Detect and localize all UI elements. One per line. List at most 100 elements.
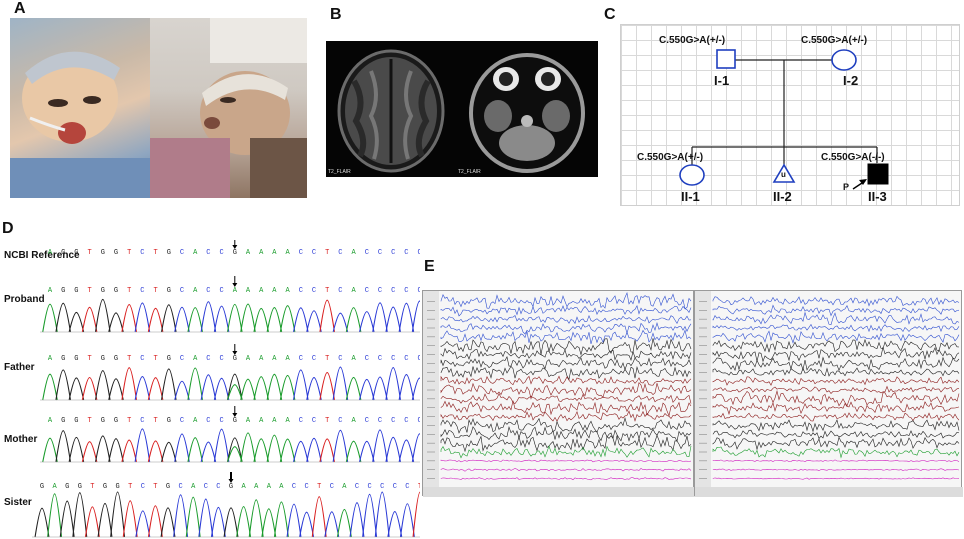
eeg-trace [440,416,692,434]
variant-arrowhead [232,351,238,355]
base-letter: C [299,355,303,363]
base-letter: C [391,417,395,425]
chromatogram-peak [398,374,415,401]
base-letter: T [127,287,131,295]
chromatogram-peak [279,374,296,401]
base-letter: G [101,249,105,257]
base-letter: C [140,249,144,257]
base-letter: C [304,483,308,491]
chromatogram-peak [240,432,256,463]
eeg-trace [440,467,692,472]
chromatogram-peak [398,439,415,463]
chromatogram-peak [248,499,264,538]
chromatogram-peak [385,366,402,401]
chromatogram-peak [94,298,111,333]
base-letter: A [267,483,272,491]
eeg-trace [440,434,692,453]
chromatogram-peak [359,311,375,333]
base-letter: G [74,249,78,257]
eeg-trace [712,385,960,394]
base-letter: A [48,287,53,295]
sister-genotype: C.550G>A(+/-) [637,152,704,163]
eeg-trace [712,323,960,333]
base-letter: C [140,287,144,295]
base-letter: C [391,287,395,295]
chromatogram-peak [200,374,217,401]
chromatogram-peak [385,306,402,333]
chromatogram-peak [372,376,388,401]
base-letter: A [272,249,277,257]
eeg-trace [440,426,692,443]
mri-sequence-label-left: T2_FLAIR [328,169,351,175]
base-letter: T [87,249,91,257]
chromatogram-peak [68,377,85,401]
base-letter: T [128,483,132,491]
chromatogram-peak [385,436,402,463]
chromatogram-peak [59,500,75,538]
chromatogram-peak [135,510,151,538]
chromatogram-peak [226,373,243,401]
father-genotype: C.550G>A(+/-) [659,35,726,46]
base-letter: C [299,417,303,425]
base-letter: T [153,417,157,425]
chromatogram-peak [261,508,277,538]
base-letter: G [166,483,170,491]
chromatogram-peak [345,376,362,401]
base-letter: C [367,483,371,491]
base-letter: C [417,355,420,363]
eeg-trace [440,365,692,381]
base-letter: T [325,287,329,295]
chromatogram-peak [213,305,230,333]
base-letter: A [285,249,290,257]
chromatogram-peak [266,434,283,463]
base-letter: C [404,417,408,425]
base-letter: A [241,483,246,491]
base-letter: A [259,417,264,425]
base-letter: C [180,249,184,257]
base-letter: G [61,417,65,425]
chromatogram-peak [240,378,256,401]
chromatogram-peak [47,493,63,538]
variant-arrowhead [228,479,234,483]
chromatogram-peak [286,503,302,538]
chromatogram-peak [160,368,177,401]
chromatogram-peak [42,303,58,333]
base-letter: A [254,483,259,491]
base-letter: T [127,249,131,257]
base-letter: C [141,483,145,491]
base-letter: G [167,287,171,295]
base-letter: A [48,249,53,257]
eeg-trace [712,412,960,422]
base-letter: G [114,287,118,295]
base-letter: C [380,483,384,491]
base-letter: C [365,417,369,425]
chromatogram-peak [187,367,204,401]
chromatogram-peak [299,511,315,538]
base-letter: T [87,417,91,425]
eeg-trace [712,330,960,344]
chromatogram-peak [273,501,289,538]
base-letter: T [87,355,91,363]
base-letter: A [48,355,53,363]
base-letter: A [246,287,251,295]
base-letter: G [167,249,171,257]
chromatogram-peak [84,506,100,538]
chromatogram-peak [319,371,336,401]
base-letter: G [233,355,237,363]
chromatogram-peak [174,380,190,401]
base-letter: C [140,417,144,425]
base-letter: T [325,417,329,425]
infant-photo-right [150,18,307,198]
father-id: I-1 [714,73,730,88]
mri-sequence-label-right: T2_FLAIR [458,169,481,175]
variant-arrowhead [232,245,238,249]
base-letter: C [178,483,182,491]
chromatogram-peak [226,303,243,333]
eeg-trace [712,304,960,317]
base-letter: T [127,355,131,363]
chromatogram-peak [68,311,85,333]
base-letter: C [180,417,184,425]
proband-genotype: C.550G>A(-/-) [821,152,885,163]
base-letter: A [193,287,198,295]
base-letter: C [391,355,395,363]
